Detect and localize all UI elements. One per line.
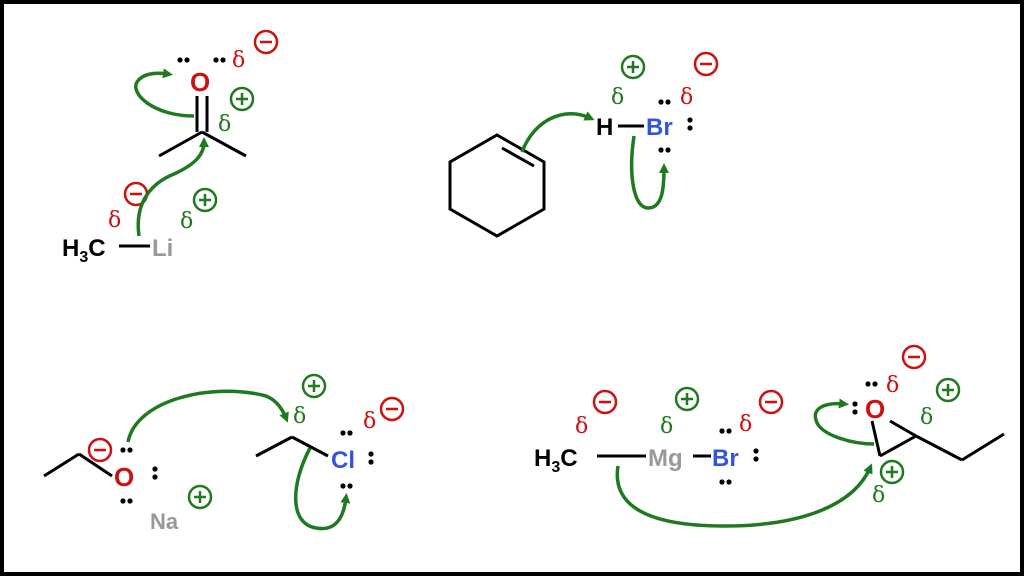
chlorine-lone-pair-bottom (340, 483, 353, 489)
svg-text:δ: δ (739, 412, 752, 437)
chlorine-atom: Cl (331, 447, 355, 474)
svg-text:δ: δ (218, 112, 231, 137)
alkoxide-oxygen-atom: O (114, 462, 134, 492)
methyl-group-label: H3C (62, 235, 106, 266)
partial-positive-hydrogen: δ (611, 54, 646, 110)
bromine-lone-pair-top (719, 428, 732, 434)
svg-text:δ: δ (920, 405, 933, 430)
svg-text:δ: δ (611, 85, 624, 110)
oxygen-lone-pair-right (213, 57, 226, 63)
svg-text:δ: δ (872, 483, 885, 508)
epoxide-lone-pair-top (865, 381, 878, 387)
reaction-3: O Na Cl δ (43, 373, 405, 534)
chlorine-lone-pair-top (340, 430, 353, 436)
partial-negative-bromine: δ (680, 51, 719, 110)
oxygen-atom: O (190, 67, 210, 97)
epoxide-bond-right (889, 419, 917, 438)
sodium-positive-charge (187, 484, 213, 510)
chlorine-lone-pair-right (368, 451, 374, 465)
ethyl-chloride-bond-1 (255, 435, 293, 458)
reaction-4: H3C Mg Br O δ δ δ (534, 344, 1005, 528)
arrow-ccl-bond-to-chlorine (293, 447, 351, 531)
partial-positive-lithium: δ (180, 187, 218, 234)
partial-positive-magnesium: δ (660, 386, 700, 439)
arrow-alkene-to-hydrogen (520, 111, 595, 153)
alkoxide-lone-pair-top (120, 447, 133, 453)
arrow-alkoxide-to-carbon (126, 389, 289, 443)
alkoxide-lone-pair-right (152, 466, 158, 480)
alkoxide-lone-pair-bottom (120, 498, 133, 504)
partial-positive-ring-carbon-right: δ (920, 377, 961, 430)
alkene-double-bond (501, 146, 535, 168)
partial-negative-methyl: δ (575, 389, 618, 439)
arrow-hbr-bond-to-bromine (629, 135, 669, 210)
arrow-cmg-bond-to-epoxide-carbon (615, 463, 873, 528)
ethyl-bond-b (961, 432, 1005, 462)
partial-positive-carbon: δ (293, 373, 327, 429)
partial-negative-chlorine: δ (363, 396, 405, 434)
svg-text:δ: δ (680, 85, 693, 110)
arrow-pi-bond-to-oxygen (134, 68, 195, 118)
svg-text:δ: δ (575, 414, 588, 439)
partial-negative-oxygen: δ (232, 29, 279, 73)
methyl-bond-right (201, 130, 247, 158)
bromine-atom: Br (712, 445, 739, 472)
arrow-carbanion-to-carbonyl (136, 137, 209, 237)
partial-positive-carbonyl-carbon: δ (218, 86, 255, 137)
epoxide-oxygen-atom: O (865, 394, 885, 424)
alkoxide-negative-charge (87, 437, 113, 463)
svg-text:δ: δ (886, 373, 899, 398)
bromine-lone-pair-top (658, 99, 671, 105)
sodium-atom: Na (150, 509, 179, 534)
ethyl-chloride-bond-2 (291, 435, 329, 458)
epoxide-lone-pair-left (852, 401, 858, 415)
svg-text:δ: δ (660, 414, 673, 439)
svg-text:δ: δ (108, 208, 121, 233)
ethyl-bond-2 (78, 452, 113, 478)
bromine-lone-pair-bottom (719, 479, 732, 485)
cyclohexene-ring (448, 133, 546, 238)
hydrogen-atom: H (596, 114, 613, 141)
svg-text:δ: δ (293, 404, 306, 429)
methyl-group-label: H3C (534, 445, 578, 476)
reaction-2: H Br δ δ (448, 51, 719, 238)
partial-negative-bromine: δ (739, 389, 784, 437)
magnesium-atom: Mg (648, 445, 683, 472)
bromine-lone-pair-bottom (658, 147, 671, 153)
arrow-co-bond-to-oxygen (813, 398, 875, 446)
ethyl-bond-a (915, 434, 963, 462)
svg-text:δ: δ (180, 209, 193, 234)
ethyl-bond-1 (43, 452, 80, 478)
reaction-diagram: O H3C Li δ δ δ δ (43, 29, 1005, 534)
partial-positive-ring-carbon-bottom: δ (872, 459, 905, 508)
partial-negative-oxygen: δ (886, 344, 927, 398)
bromine-lone-pair-right (687, 117, 693, 131)
epoxide-bond-left (870, 420, 882, 457)
bromine-lone-pair-right (753, 448, 759, 462)
lithium-atom: Li (152, 235, 173, 262)
reaction-1: O H3C Li δ δ δ δ (62, 29, 279, 266)
svg-text:δ: δ (363, 409, 376, 434)
bromine-atom: Br (646, 114, 673, 141)
svg-text:δ: δ (232, 48, 245, 73)
oxygen-lone-pair-left (177, 57, 190, 63)
epoxide-bond-bottom (879, 434, 917, 458)
methyl-bond-left (158, 130, 203, 158)
